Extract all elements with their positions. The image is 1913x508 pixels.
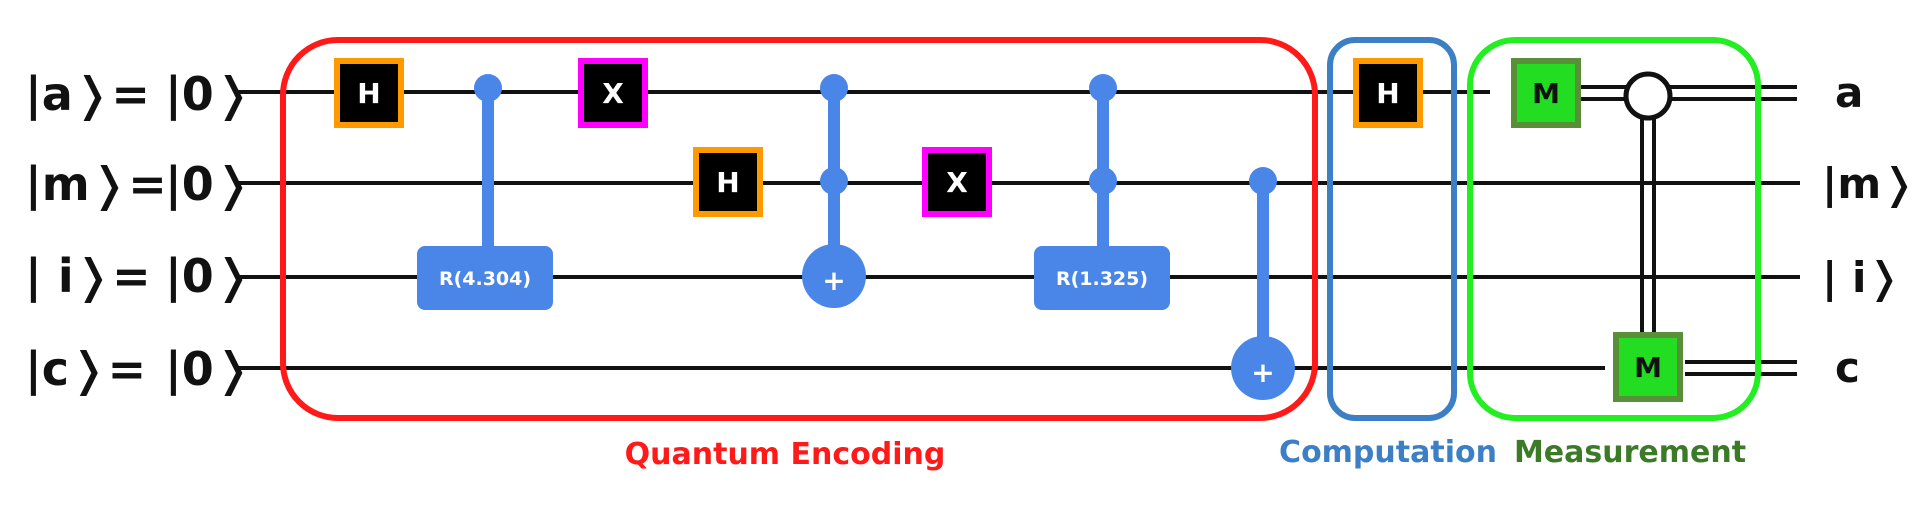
classical-control-circle — [1623, 71, 1673, 121]
hadamard-gate-a-2: H — [1353, 58, 1423, 128]
encoding-section-box — [280, 37, 1318, 421]
target-c-circle — [1231, 336, 1295, 400]
control-dot-m-3 — [1249, 167, 1277, 195]
init-state-m: |0❭ — [165, 157, 252, 212]
wire-label-a: |a❭= — [25, 67, 150, 122]
controlled-rotation-1: R(4.304) — [417, 74, 553, 310]
rotation-gate-2 — [1034, 246, 1170, 310]
init-state-a: |0❭ — [165, 67, 252, 122]
output-labels: a |m❭ | i❭ c — [1822, 68, 1913, 392]
wire-label-i: | i❭= — [25, 249, 151, 304]
output-label-i: | i❭ — [1822, 253, 1902, 303]
encoding-section-label: Quantum Encoding — [625, 437, 946, 472]
control-dot-a-3 — [1089, 74, 1117, 102]
control-dot-a-1 — [474, 74, 502, 102]
output-label-m: |m❭ — [1822, 159, 1913, 209]
controlled-rotation-2: R(1.325) — [1034, 74, 1170, 310]
init-state-i: |0❭ — [165, 249, 252, 304]
measure-gate-c: M — [1613, 332, 1683, 402]
pauli-x-gate-m-label: X — [946, 166, 968, 199]
rotation-gate-1 — [417, 246, 553, 310]
hadamard-gate-a-2-label: H — [1376, 77, 1399, 110]
measure-gate-a-label: M — [1532, 77, 1560, 110]
hadamard-gate-a-1-label: H — [357, 77, 380, 110]
output-label-c: c — [1835, 343, 1860, 392]
hadamard-gate-m-label: H — [716, 166, 739, 199]
measurement-section-label: Measurement — [1514, 435, 1746, 470]
output-label-a: a — [1835, 68, 1863, 117]
cnot-gate-m-c: + — [1231, 167, 1295, 400]
wire-label-m: |m❭= — [25, 157, 167, 212]
target-i-circle — [802, 244, 866, 308]
computation-section-box — [1327, 37, 1457, 421]
measure-gate-c-label: M — [1634, 351, 1662, 384]
target-i-plus: + — [822, 264, 845, 297]
pauli-x-gate-m: X — [922, 147, 992, 217]
control-dot-m-1 — [820, 167, 848, 195]
init-state-c: |0❭ — [165, 342, 252, 397]
pauli-x-gate-a-label: X — [602, 77, 624, 110]
rotation-gate-2-label: R(1.325) — [1056, 268, 1148, 290]
computation-section-label: Computation — [1279, 435, 1497, 470]
toffoli-gate: + — [802, 74, 866, 308]
classical-wires — [1565, 85, 1797, 376]
hadamard-gate-a-1: H — [334, 58, 404, 128]
pauli-x-gate-a: X — [578, 58, 648, 128]
wire-labels: |a❭= |m❭= | i❭= |c❭= |0❭ |0❭ |0❭ |0❭ — [25, 67, 252, 397]
rotation-gate-1-label: R(4.304) — [439, 268, 531, 290]
measure-gate-a: M — [1511, 58, 1581, 128]
hadamard-gate-m: H — [693, 147, 763, 217]
control-dot-m-2 — [1089, 167, 1117, 195]
wire-label-c: |c❭= — [25, 342, 146, 397]
measurement-section-box — [1467, 37, 1761, 421]
control-dot-a-2 — [820, 74, 848, 102]
target-c-plus: + — [1251, 356, 1274, 389]
quantum-wires — [238, 90, 1800, 370]
